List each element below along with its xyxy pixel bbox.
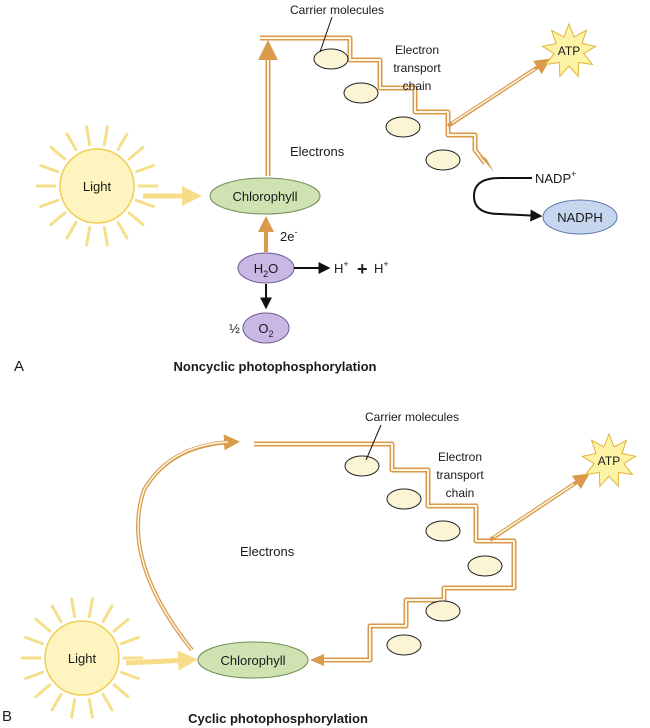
sun-ray (65, 220, 78, 240)
carrier-molecule (425, 520, 461, 542)
etc-label-line2: transport (393, 61, 441, 75)
sun-ray (70, 597, 77, 619)
sun-ray (24, 670, 45, 681)
carrier-molecule (313, 48, 349, 70)
sun-ray (119, 635, 140, 646)
sun-ray (112, 683, 130, 699)
carrier-molecule (385, 116, 421, 138)
sun-ray (50, 692, 63, 712)
carrier-molecules-label: Carrier molecules (365, 410, 459, 424)
carrier-molecule (425, 149, 461, 171)
atp-label: ATP (558, 44, 580, 58)
sun-ray (34, 683, 52, 699)
sun-ray (101, 692, 114, 712)
half-label: ½ (229, 321, 240, 336)
nadp-label: NADP+ (535, 169, 576, 186)
panel-a-letter: A (14, 358, 24, 375)
panel-a: Light Chlorophyll Carrier molecules Elec… (14, 3, 618, 375)
chlorophyll-label: Chlorophyll (232, 189, 297, 204)
sun-ray (119, 670, 140, 681)
chlorophyll-label: Chlorophyll (220, 653, 285, 668)
sun-ray (49, 145, 67, 161)
chlorophyll-node (209, 177, 321, 215)
plus-sign: + (357, 259, 368, 279)
carrier-molecules-label: Carrier molecules (290, 3, 384, 17)
sun-ray (39, 198, 60, 209)
atp-label: ATP (598, 454, 620, 468)
sun-ray (127, 211, 145, 227)
etc-label-line2: transport (436, 468, 484, 482)
sun-ray (24, 635, 45, 646)
electrons-label: Electrons (240, 544, 295, 559)
sun-ray (116, 132, 129, 152)
water-label: H2O (254, 261, 279, 279)
sun-ray (50, 604, 63, 624)
sun-icon (35, 125, 159, 247)
atp-star (541, 22, 597, 78)
etc-label-line3: chain (403, 79, 432, 93)
electrons-label: Electrons (290, 144, 345, 159)
carrier-molecule (467, 555, 503, 577)
electron-cycle-arc (136, 434, 240, 652)
etc-label-line1: Electron (395, 43, 439, 57)
panel-a-title: Noncyclic photophosphorylation (174, 359, 377, 374)
sun-ray (134, 198, 155, 209)
two-electron-label: 2e- (280, 227, 297, 244)
carrier-molecule (343, 82, 379, 104)
sun-ray (39, 163, 60, 174)
sun-ray (101, 604, 114, 624)
carrier-pointer (365, 424, 382, 461)
sun-ray (127, 145, 145, 161)
carrier-pointer (319, 16, 333, 53)
sun-ray (85, 125, 92, 147)
proton-2-label: H+ (374, 259, 389, 276)
carrier-molecule (344, 455, 380, 477)
sun-ray (34, 617, 52, 633)
light-label: Light (68, 651, 97, 666)
nadph-label: NADPH (557, 210, 603, 225)
chlorophyll-node (197, 641, 309, 679)
oxygen-node (242, 312, 290, 344)
sun-ray (65, 132, 78, 152)
panel-b: Light Chlorophyll Carrier molecules Elec… (2, 410, 637, 726)
etc-label-line1: Electron (438, 450, 482, 464)
sun-ray (70, 697, 77, 719)
sun-ray (87, 697, 94, 719)
sun-ray (134, 163, 155, 174)
sun-ray (49, 211, 67, 227)
sun-icon (20, 597, 144, 719)
light-arrow (125, 650, 198, 671)
panel-b-letter: B (2, 708, 12, 725)
proton-1-label: H+ (334, 259, 349, 276)
sun-ray (87, 597, 94, 619)
sun-ray (112, 617, 130, 633)
carrier-molecule (386, 488, 422, 510)
carrier-molecule (425, 600, 461, 622)
sun-ray (85, 225, 92, 247)
sun-ray (102, 125, 109, 147)
nadph-node (542, 199, 618, 235)
nadp-reduction-arrow (472, 177, 543, 222)
etc-label-line3: chain (446, 486, 475, 500)
sun-ray (116, 220, 129, 240)
carrier-molecule (386, 634, 422, 656)
oxygen-label: O2 (258, 321, 273, 339)
atp-star (581, 432, 637, 488)
panel-b-title: Cyclic photophosphorylation (188, 711, 368, 726)
sun-ray (102, 225, 109, 247)
light-label: Light (83, 179, 112, 194)
